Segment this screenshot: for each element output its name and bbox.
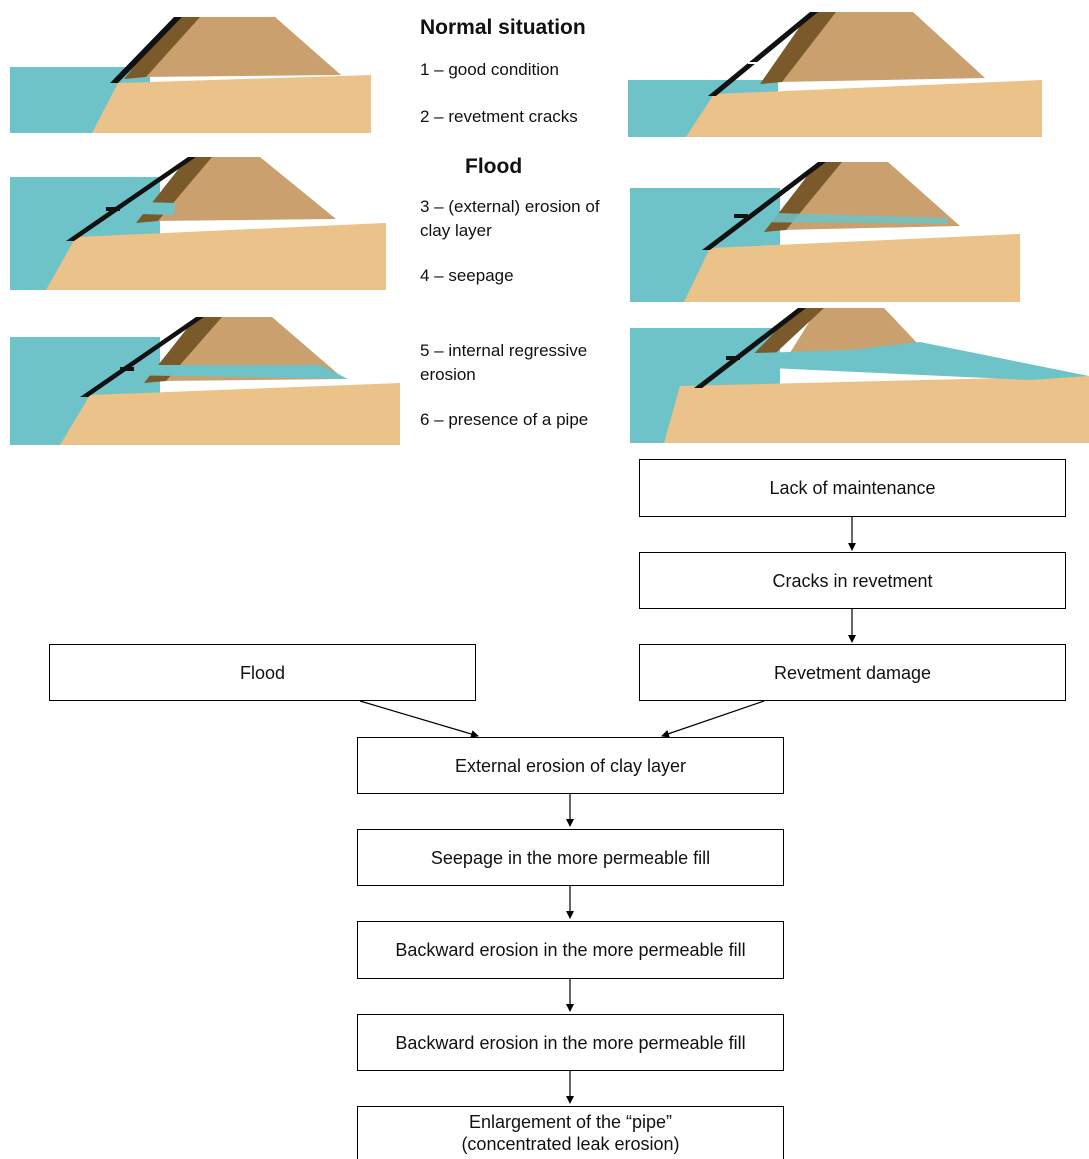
box-seepage-label: Seepage in the more permeable fill bbox=[430, 847, 711, 868]
box-enlargement-line-1: Enlargement of the “pipe” bbox=[468, 1112, 673, 1132]
box-lack-of-maintenance: Lack of maintenance bbox=[639, 459, 1066, 517]
revetment-crack bbox=[120, 367, 134, 371]
legend-item-2: 2 – revetment cracks bbox=[420, 107, 578, 126]
dike-sketch-revetment-cracks bbox=[628, 10, 1044, 137]
clay-layer bbox=[124, 17, 200, 79]
box-revetment-damage-label: Revetment damage bbox=[773, 662, 932, 683]
revetment bbox=[110, 17, 182, 83]
box-lack-of-maintenance-label: Lack of maintenance bbox=[769, 478, 936, 498]
revetment bbox=[694, 308, 806, 388]
box-revetment-damage: Revetment damage bbox=[639, 644, 1066, 701]
box-enlargement-line-2: (concentrated leak erosion) bbox=[461, 1134, 680, 1154]
legend-item-5: 5 – internal regressive erosion bbox=[420, 341, 588, 384]
foreground-soil bbox=[684, 234, 1020, 302]
revetment bbox=[66, 157, 196, 241]
clay-layer bbox=[760, 12, 836, 84]
foreground-soil bbox=[46, 223, 386, 290]
dike-sketch-pipe bbox=[630, 306, 1089, 443]
box-backward-erosion-2-label: Backward erosion in the more permeable f… bbox=[395, 1032, 746, 1053]
dike-sketch-seepage bbox=[630, 160, 1022, 302]
regressive-erosion-path bbox=[120, 365, 348, 379]
revetment-crack bbox=[734, 214, 748, 218]
legend-item-4: 4 – seepage bbox=[420, 266, 514, 285]
foreground-soil bbox=[686, 80, 1042, 137]
revetment-crack bbox=[106, 207, 120, 211]
foreground-soil bbox=[60, 383, 400, 445]
box-cracks-in-revetment-label: Cracks in revetment bbox=[772, 570, 933, 591]
foreground-soil bbox=[664, 376, 1089, 443]
box-flood: Flood bbox=[49, 644, 476, 701]
legend-item-3: 3 – (external) erosion of clay layer bbox=[420, 197, 600, 240]
revetment-crack bbox=[748, 62, 770, 64]
box-flood-label: Flood bbox=[239, 662, 286, 683]
box-backward-erosion-1: Backward erosion in the more permeable f… bbox=[357, 921, 784, 979]
dike-body bbox=[138, 17, 341, 77]
dike-body bbox=[788, 308, 920, 356]
box-seepage: Seepage in the more permeable fill bbox=[357, 829, 784, 886]
normal-situation-heading: Normal situation bbox=[420, 16, 586, 39]
foreground-soil bbox=[92, 75, 371, 133]
dike-body bbox=[778, 12, 985, 82]
box-backward-erosion-2: Backward erosion in the more permeable f… bbox=[357, 1014, 784, 1071]
legend-item-1: 1 – good condition bbox=[420, 60, 559, 79]
pipe-channel bbox=[726, 342, 1089, 380]
box-external-erosion: External erosion of clay layer bbox=[357, 737, 784, 794]
box-backward-erosion-1-label: Backward erosion in the more permeable f… bbox=[395, 940, 746, 960]
revetment bbox=[708, 12, 818, 96]
clay-layer bbox=[744, 308, 824, 364]
box-enlargement-of-pipe: Enlargement of the “pipe” (concentrated … bbox=[357, 1106, 784, 1159]
arrow-damage-to-erosion bbox=[661, 700, 765, 738]
revetment bbox=[80, 317, 204, 397]
seepage-path bbox=[742, 212, 948, 224]
flood-heading: Flood bbox=[465, 155, 523, 178]
dike-sketch-clay-erosion bbox=[10, 155, 388, 290]
dike-sketch-internal-erosion bbox=[10, 315, 402, 445]
revetment bbox=[702, 162, 826, 250]
legend-item-6: 6 – presence of a pipe bbox=[420, 410, 589, 429]
revetment-crack bbox=[726, 356, 740, 360]
dike-sketch-good-condition bbox=[10, 15, 375, 133]
box-cracks-in-revetment: Cracks in revetment bbox=[639, 552, 1066, 609]
box-external-erosion-label: External erosion of clay layer bbox=[454, 755, 687, 776]
arrow-flood-to-erosion bbox=[359, 700, 479, 738]
